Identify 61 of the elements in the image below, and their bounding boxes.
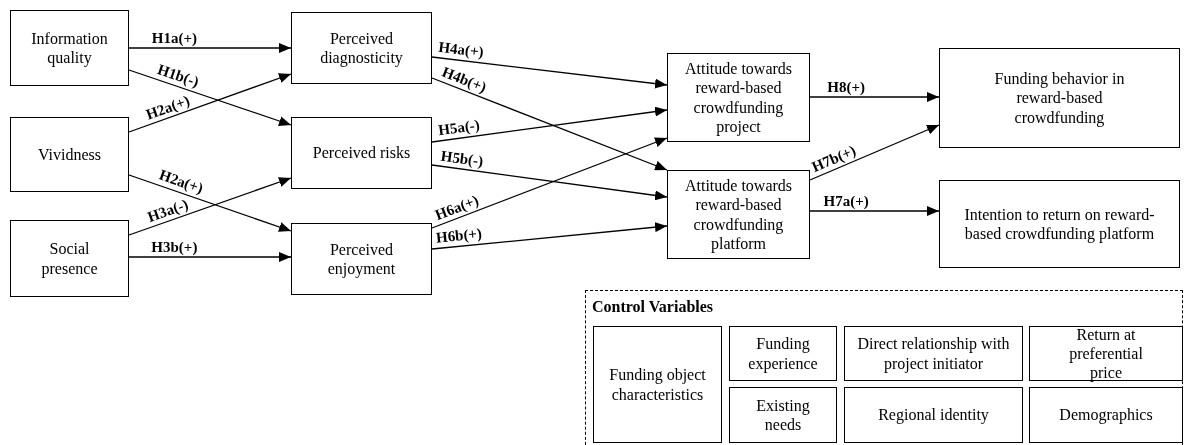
arrow: [128, 73, 292, 133]
variable-label: Existing needs: [755, 395, 811, 435]
variable-label: Demographics: [1059, 405, 1153, 425]
variable-label: Direct relationship with project initiator: [857, 334, 1010, 373]
variable-label: Information quality: [30, 28, 109, 68]
variable-box: [939, 48, 1180, 148]
variable-label: Attitude towards reward-based crowdfunding project: [683, 59, 794, 136]
variable-box: [291, 12, 432, 84]
variable-box: [291, 223, 432, 295]
variable-box: [593, 326, 722, 443]
variable-label: Funding experience: [747, 334, 819, 373]
variable-label: Funding behavior in reward-based crowdfunding: [993, 69, 1126, 127]
arrow: [809, 206, 940, 216]
control-variables-panel: [585, 290, 1183, 445]
variable-box: [939, 180, 1180, 268]
variable-box: [10, 117, 129, 192]
edge-label: H6b(+): [435, 226, 483, 246]
variable-label: Perceived diagnosticity: [319, 28, 404, 68]
variable-label: Regional identity: [878, 405, 989, 425]
variable-box: [729, 387, 837, 443]
variable-box: [1029, 326, 1183, 381]
edge-label: H7a(+): [823, 193, 869, 209]
variable-label: Funding object characteristics: [608, 365, 707, 404]
variable-label: Attitude towards reward-based crowdfunding platform: [683, 176, 794, 253]
variable-label: Perceived risks: [312, 143, 411, 163]
variable-box: [10, 10, 129, 86]
arrow: [809, 92, 940, 102]
arrow: [431, 137, 668, 229]
arrow: [431, 106, 668, 143]
edge-label: H3b(+): [151, 239, 198, 255]
edge-label: H2a(+): [143, 92, 192, 123]
edge-label: H1b(-): [155, 62, 201, 90]
variable-label: Vividness: [37, 144, 101, 165]
variable-box: [10, 220, 129, 297]
panel-heading: Control Variables: [592, 297, 714, 317]
arrow: [431, 56, 668, 89]
arrow: [431, 164, 668, 201]
variable-box: [667, 53, 810, 142]
arrow: [128, 43, 292, 53]
variable-box: [667, 170, 810, 259]
edge-label: H5a(-): [437, 118, 481, 139]
edge-label: H4a(+): [438, 40, 485, 61]
edge-label: H3a(-): [145, 196, 190, 225]
variable-box: [291, 117, 432, 189]
arrow: [431, 77, 668, 171]
arrow: [431, 222, 668, 250]
edge-label: H1a(+): [151, 30, 197, 46]
arrow: [128, 252, 292, 262]
variable-box: [844, 387, 1023, 443]
arrow: [809, 124, 940, 181]
variable-label: Social presence: [40, 239, 99, 278]
arrow: [128, 69, 292, 126]
edge-label: H8(+): [827, 79, 865, 95]
variable-box: [844, 326, 1023, 381]
variable-box: [1029, 387, 1183, 443]
variable-label: Intention to return on reward-based crowdfunding platform: [964, 204, 1155, 244]
edge-label: H6a(+): [432, 192, 481, 223]
variable-label: Return at preferential price: [1068, 324, 1144, 383]
edge-label: H5b(-): [439, 148, 484, 170]
variable-label: Perceived enjoyment: [326, 239, 397, 279]
variable-box: [729, 326, 837, 381]
